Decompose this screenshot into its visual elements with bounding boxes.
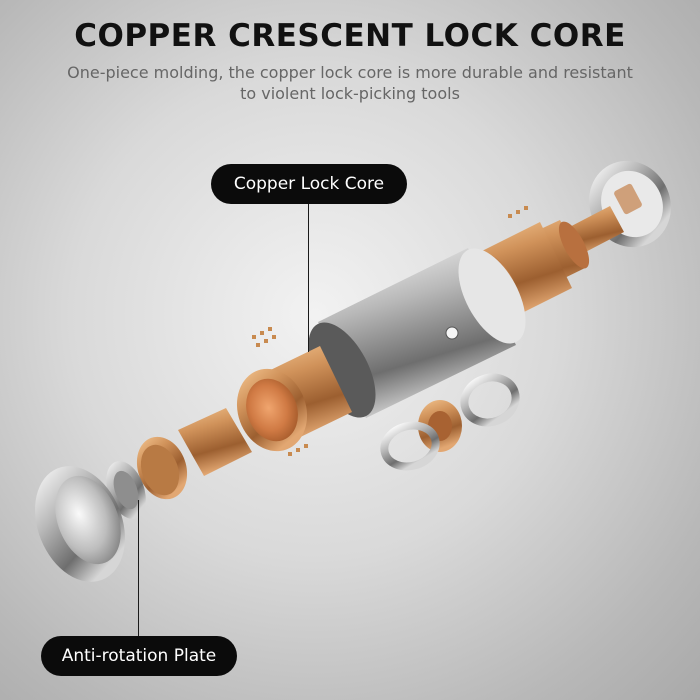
copper-core-leader-line [308,204,309,352]
anti-rotation-plate-label: Anti-rotation Plate [41,636,237,676]
page-subtitle: One-piece molding, the copper lock core … [67,63,633,103]
front-ring [35,466,125,582]
plate-leader-line [138,500,139,636]
small-ring [460,373,520,427]
page-title: COPPER CRESCENT LOCK CORE [74,18,626,54]
pin-dots [252,206,528,456]
copper-lock-core-label: Copper Lock Core [211,164,407,204]
silver-sleeve [308,248,526,418]
copper-plug [136,408,252,500]
copper-cylinder-front [236,346,352,452]
small-ring-lower [380,421,440,471]
anti-rotation-plate [106,461,146,519]
